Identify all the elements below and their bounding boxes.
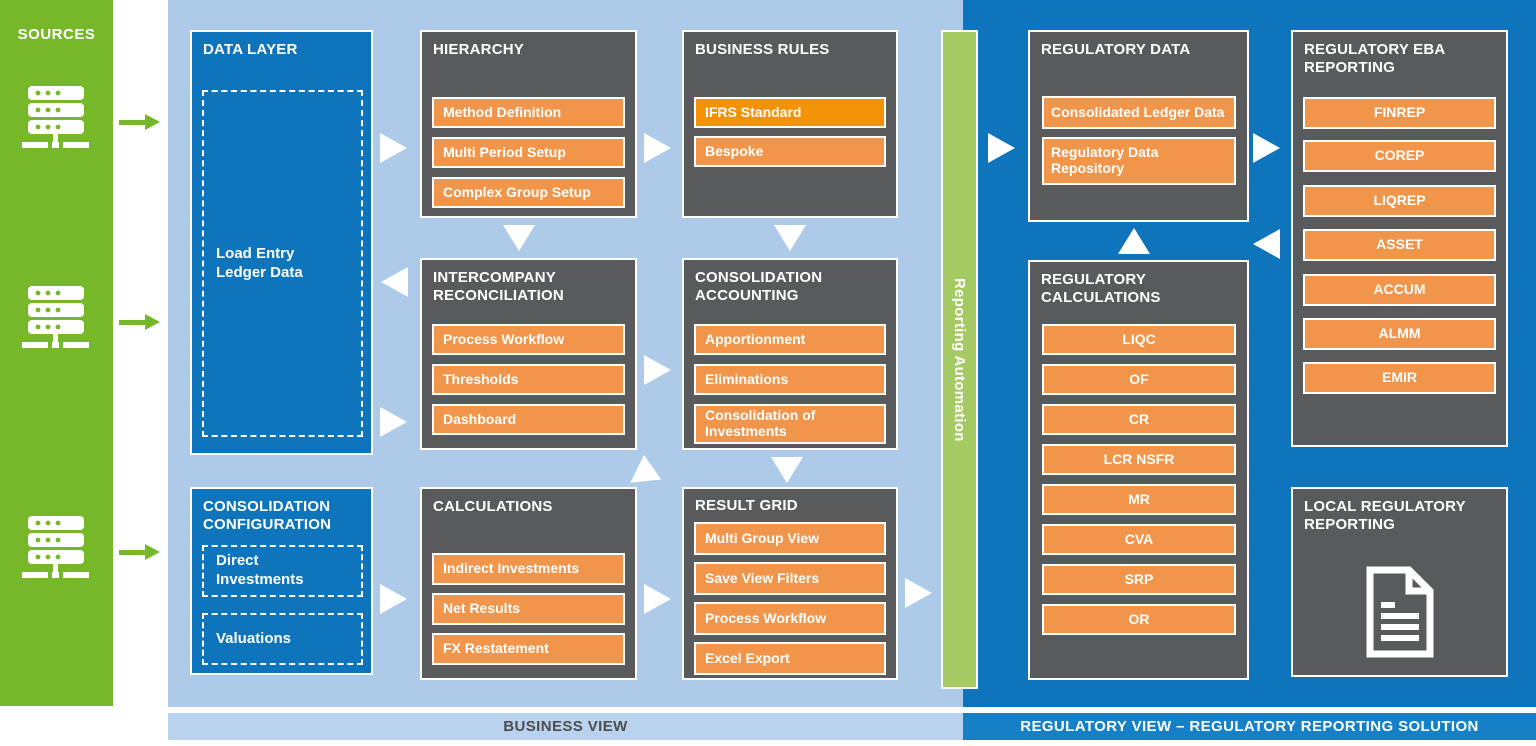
item-mr: MR: [1042, 484, 1236, 515]
load-entry-ledger-data-zone: Load Entry Ledger Data: [202, 90, 363, 437]
arrow-hierarchy-to-business-rules: [644, 133, 671, 163]
item-almm: ALMM: [1303, 318, 1496, 350]
arrow-business-rules-to-consolidation-accounting: [774, 225, 806, 251]
arrow-intercompany-to-data-layer: [381, 267, 408, 297]
item-emir: EMIR: [1303, 362, 1496, 394]
arrow-configuration-to-calculations: [380, 584, 407, 614]
item-regulatory-data-repository: Regulatory Data Repository: [1042, 137, 1236, 185]
reporting-automation-bar: Reporting Automation: [941, 30, 978, 689]
box-local-regulatory-reporting: LOCAL REGULATORY REPORTING: [1291, 487, 1508, 677]
box-business-rules: BUSINESS RULES IFRS Standard Bespoke: [682, 30, 898, 218]
box-regulatory-calculations: REGULATORY CALCULATIONS LIQC OF CR LCR N…: [1028, 260, 1249, 680]
item-process-workflow: Process Workflow: [694, 602, 886, 635]
item-cva: CVA: [1042, 524, 1236, 555]
zone-label: Valuations: [216, 629, 292, 647]
box-title: REGULATORY CALCULATIONS: [1041, 271, 1161, 306]
item-bespoke: Bespoke: [694, 136, 886, 167]
zone-label: Load Entry Ledger Data: [216, 244, 303, 281]
arrow-source-to-data-layer: [119, 114, 160, 130]
item-label: Consolidation of Investments: [705, 407, 816, 439]
box-result-grid: RESULT GRID Multi Group View Save View F…: [682, 487, 898, 680]
item-indirect-investments: Indirect Investments: [432, 553, 625, 585]
zone-label: Direct Investments: [216, 552, 304, 588]
arrow-source-to-data-layer: [119, 314, 160, 330]
box-intercompany-reconciliation: INTERCOMPANY RECONCILIATION Process Work…: [420, 258, 637, 450]
item-srp: SRP: [1042, 564, 1236, 595]
document-icon: [1293, 557, 1506, 667]
item-dashboard: Dashboard: [432, 404, 625, 435]
box-calculations: CALCULATIONS Indirect Investments Net Re…: [420, 487, 637, 680]
reporting-automation-label: Reporting Automation: [951, 277, 968, 442]
item-corep: COREP: [1303, 140, 1496, 172]
arrow-data-layer-to-hierarchy: [380, 133, 407, 163]
box-title: RESULT GRID: [695, 497, 798, 514]
arrow-calculations-to-result-grid: [644, 584, 671, 614]
box-title: DATA LAYER: [203, 41, 298, 58]
box-title: CONSOLIDATION CONFIGURATION: [203, 498, 332, 533]
arrow-consolidation-accounting-to-result-grid: [771, 457, 803, 483]
item-process-workflow: Process Workflow: [432, 324, 625, 355]
item-ifrs-standard: IFRS Standard: [694, 97, 886, 128]
sources-title: SOURCES: [17, 26, 96, 43]
footer-regulatory-label: REGULATORY VIEW – REGULATORY REPORTING S…: [1020, 718, 1479, 735]
arrow-data-layer-to-intercompany: [380, 407, 407, 437]
item-liqc: LIQC: [1042, 324, 1236, 355]
item-consolidated-ledger-data: Consolidated Ledger Data: [1042, 96, 1236, 129]
arrow-regulatory-data-to-eba-reporting: [1253, 133, 1280, 163]
item-liqrep: LIQREP: [1303, 185, 1496, 217]
item-thresholds: Thresholds: [432, 364, 625, 395]
item-or: OR: [1042, 604, 1236, 635]
box-title: REGULATORY DATA: [1041, 41, 1191, 58]
box-title: CALCULATIONS: [433, 498, 553, 515]
footer-business-view: BUSINESS VIEW: [168, 713, 963, 740]
box-regulatory-data: REGULATORY DATA Consolidated Ledger Data…: [1028, 30, 1249, 222]
sources-panel: SOURCES: [0, 0, 113, 706]
box-title: REGULATORY EBA REPORTING: [1304, 41, 1445, 76]
item-excel-export: Excel Export: [694, 642, 886, 675]
item-net-results: Net Results: [432, 593, 625, 625]
box-hierarchy: HIERARCHY Method Definition Multi Period…: [420, 30, 637, 218]
item-multi-group-view: Multi Group View: [694, 522, 886, 555]
arrow-intercompany-to-consolidation-accounting: [644, 355, 671, 385]
box-data-layer: DATA LAYER Load Entry Ledger Data: [190, 30, 373, 455]
arrow-source-to-configuration: [119, 544, 160, 560]
direct-investments-zone: Direct Investments: [202, 545, 363, 597]
item-finrep: FINREP: [1303, 97, 1496, 129]
box-title: LOCAL REGULATORY REPORTING: [1304, 498, 1466, 533]
arrow-hierarchy-to-intercompany: [503, 225, 535, 251]
item-fx-restatement: FX Restatement: [432, 633, 625, 665]
box-title: INTERCOMPANY RECONCILIATION: [433, 269, 564, 304]
footer-business-label: BUSINESS VIEW: [503, 718, 628, 735]
arrow-automation-to-regulatory-data: [988, 133, 1015, 163]
item-apportionment: Apportionment: [694, 324, 886, 355]
item-method-definition: Method Definition: [432, 97, 625, 128]
item-eliminations: Eliminations: [694, 364, 886, 395]
item-label: Regulatory Data Repository: [1051, 144, 1159, 176]
arrow-eba-reporting-to-regulatory-calculations: [1253, 229, 1280, 259]
box-title: HIERARCHY: [433, 41, 524, 58]
arrow-regulatory-calculations-to-regulatory-data: [1118, 228, 1150, 254]
item-lcr-nsfr: LCR NSFR: [1042, 444, 1236, 475]
box-title: CONSOLIDATION ACCOUNTING: [695, 269, 823, 304]
server-icon: [22, 286, 90, 348]
item-accum: ACCUM: [1303, 274, 1496, 306]
box-regulatory-eba-reporting: REGULATORY EBA REPORTING FINREP COREP LI…: [1291, 30, 1508, 447]
item-save-view-filters: Save View Filters: [694, 562, 886, 595]
server-icon: [22, 86, 90, 148]
box-title: BUSINESS RULES: [695, 41, 830, 58]
item-complex-group-setup: Complex Group Setup: [432, 177, 625, 208]
footer-regulatory-view: REGULATORY VIEW – REGULATORY REPORTING S…: [963, 713, 1536, 740]
valuations-zone: Valuations: [202, 613, 363, 665]
arrow-result-grid-to-automation: [905, 578, 932, 608]
item-cr: CR: [1042, 404, 1236, 435]
server-icon: [22, 516, 90, 578]
box-consolidation-accounting: CONSOLIDATION ACCOUNTING Apportionment E…: [682, 258, 898, 450]
item-consolidation-of-investments: Consolidation of Investments: [694, 404, 886, 444]
item-asset: ASSET: [1303, 229, 1496, 261]
box-consolidation-configuration: CONSOLIDATION CONFIGURATION Direct Inves…: [190, 487, 373, 675]
item-of: OF: [1042, 364, 1236, 395]
item-multi-period-setup: Multi Period Setup: [432, 137, 625, 168]
